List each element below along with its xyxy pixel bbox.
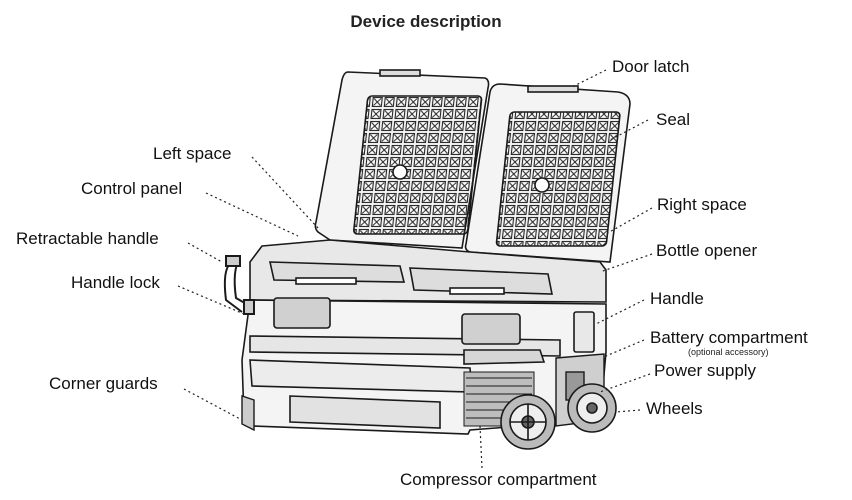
leader-lines [177,69,653,469]
label-power-supply: Power supply [654,361,757,380]
label-left-space: Left space [153,144,232,163]
label-battery-note: (optional accessory) [688,347,769,357]
diagram-title: Device description [350,12,502,31]
label-compressor-compartment: Compressor compartment [400,470,597,489]
cooler-top [249,239,607,303]
label-control-panel: Control panel [81,179,183,198]
corner-guard-art [241,395,255,432]
label-seal: Seal [656,110,691,129]
label-door-latch: Door latch [612,57,690,76]
label-right-space: Right space [657,195,747,214]
label-handle: Handle [650,289,704,308]
label-bottle-opener: Bottle opener [656,241,758,260]
retractable-handle-art [223,255,255,315]
left-lid [314,69,490,249]
label-handle-lock: Handle lock [71,273,160,292]
label-battery-compartment: Battery compartment [650,328,808,347]
label-wheels: Wheels [646,399,703,418]
label-corner-guards: Corner guards [49,374,158,393]
label-retractable-handle: Retractable handle [16,229,159,248]
side-handles [273,297,595,353]
right-lid [464,83,631,263]
wheels-art [500,383,617,450]
